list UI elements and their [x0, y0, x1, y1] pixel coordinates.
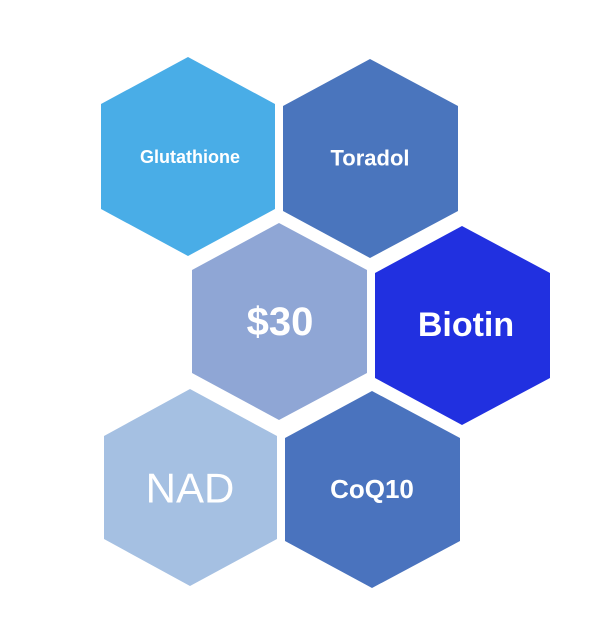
- hex-coq10: CoQ10: [285, 391, 460, 588]
- hex-glutathione-shape: [101, 57, 275, 256]
- hex-nad-shape: [104, 389, 277, 586]
- hex-toradol-label: Toradol: [330, 146, 409, 171]
- hex-price-shape: [192, 223, 367, 420]
- hex-glutathione-label: Glutathione: [140, 147, 240, 167]
- hex-toradol: Toradol: [283, 59, 458, 258]
- hex-toradol-shape: [283, 59, 458, 258]
- hex-coq10-shape: [285, 391, 460, 588]
- hex-glutathione: Glutathione: [101, 57, 275, 256]
- hex-price-label: $30: [247, 300, 314, 344]
- hex-coq10-label: CoQ10: [330, 474, 414, 504]
- hex-biotin-shape: [375, 226, 550, 425]
- hex-biotin: Biotin: [375, 226, 550, 425]
- hex-biotin-label: Biotin: [418, 306, 514, 344]
- hex-nad: NAD: [104, 389, 277, 586]
- hex-nad-label: NAD: [146, 465, 235, 512]
- hex-price: $30: [192, 223, 367, 420]
